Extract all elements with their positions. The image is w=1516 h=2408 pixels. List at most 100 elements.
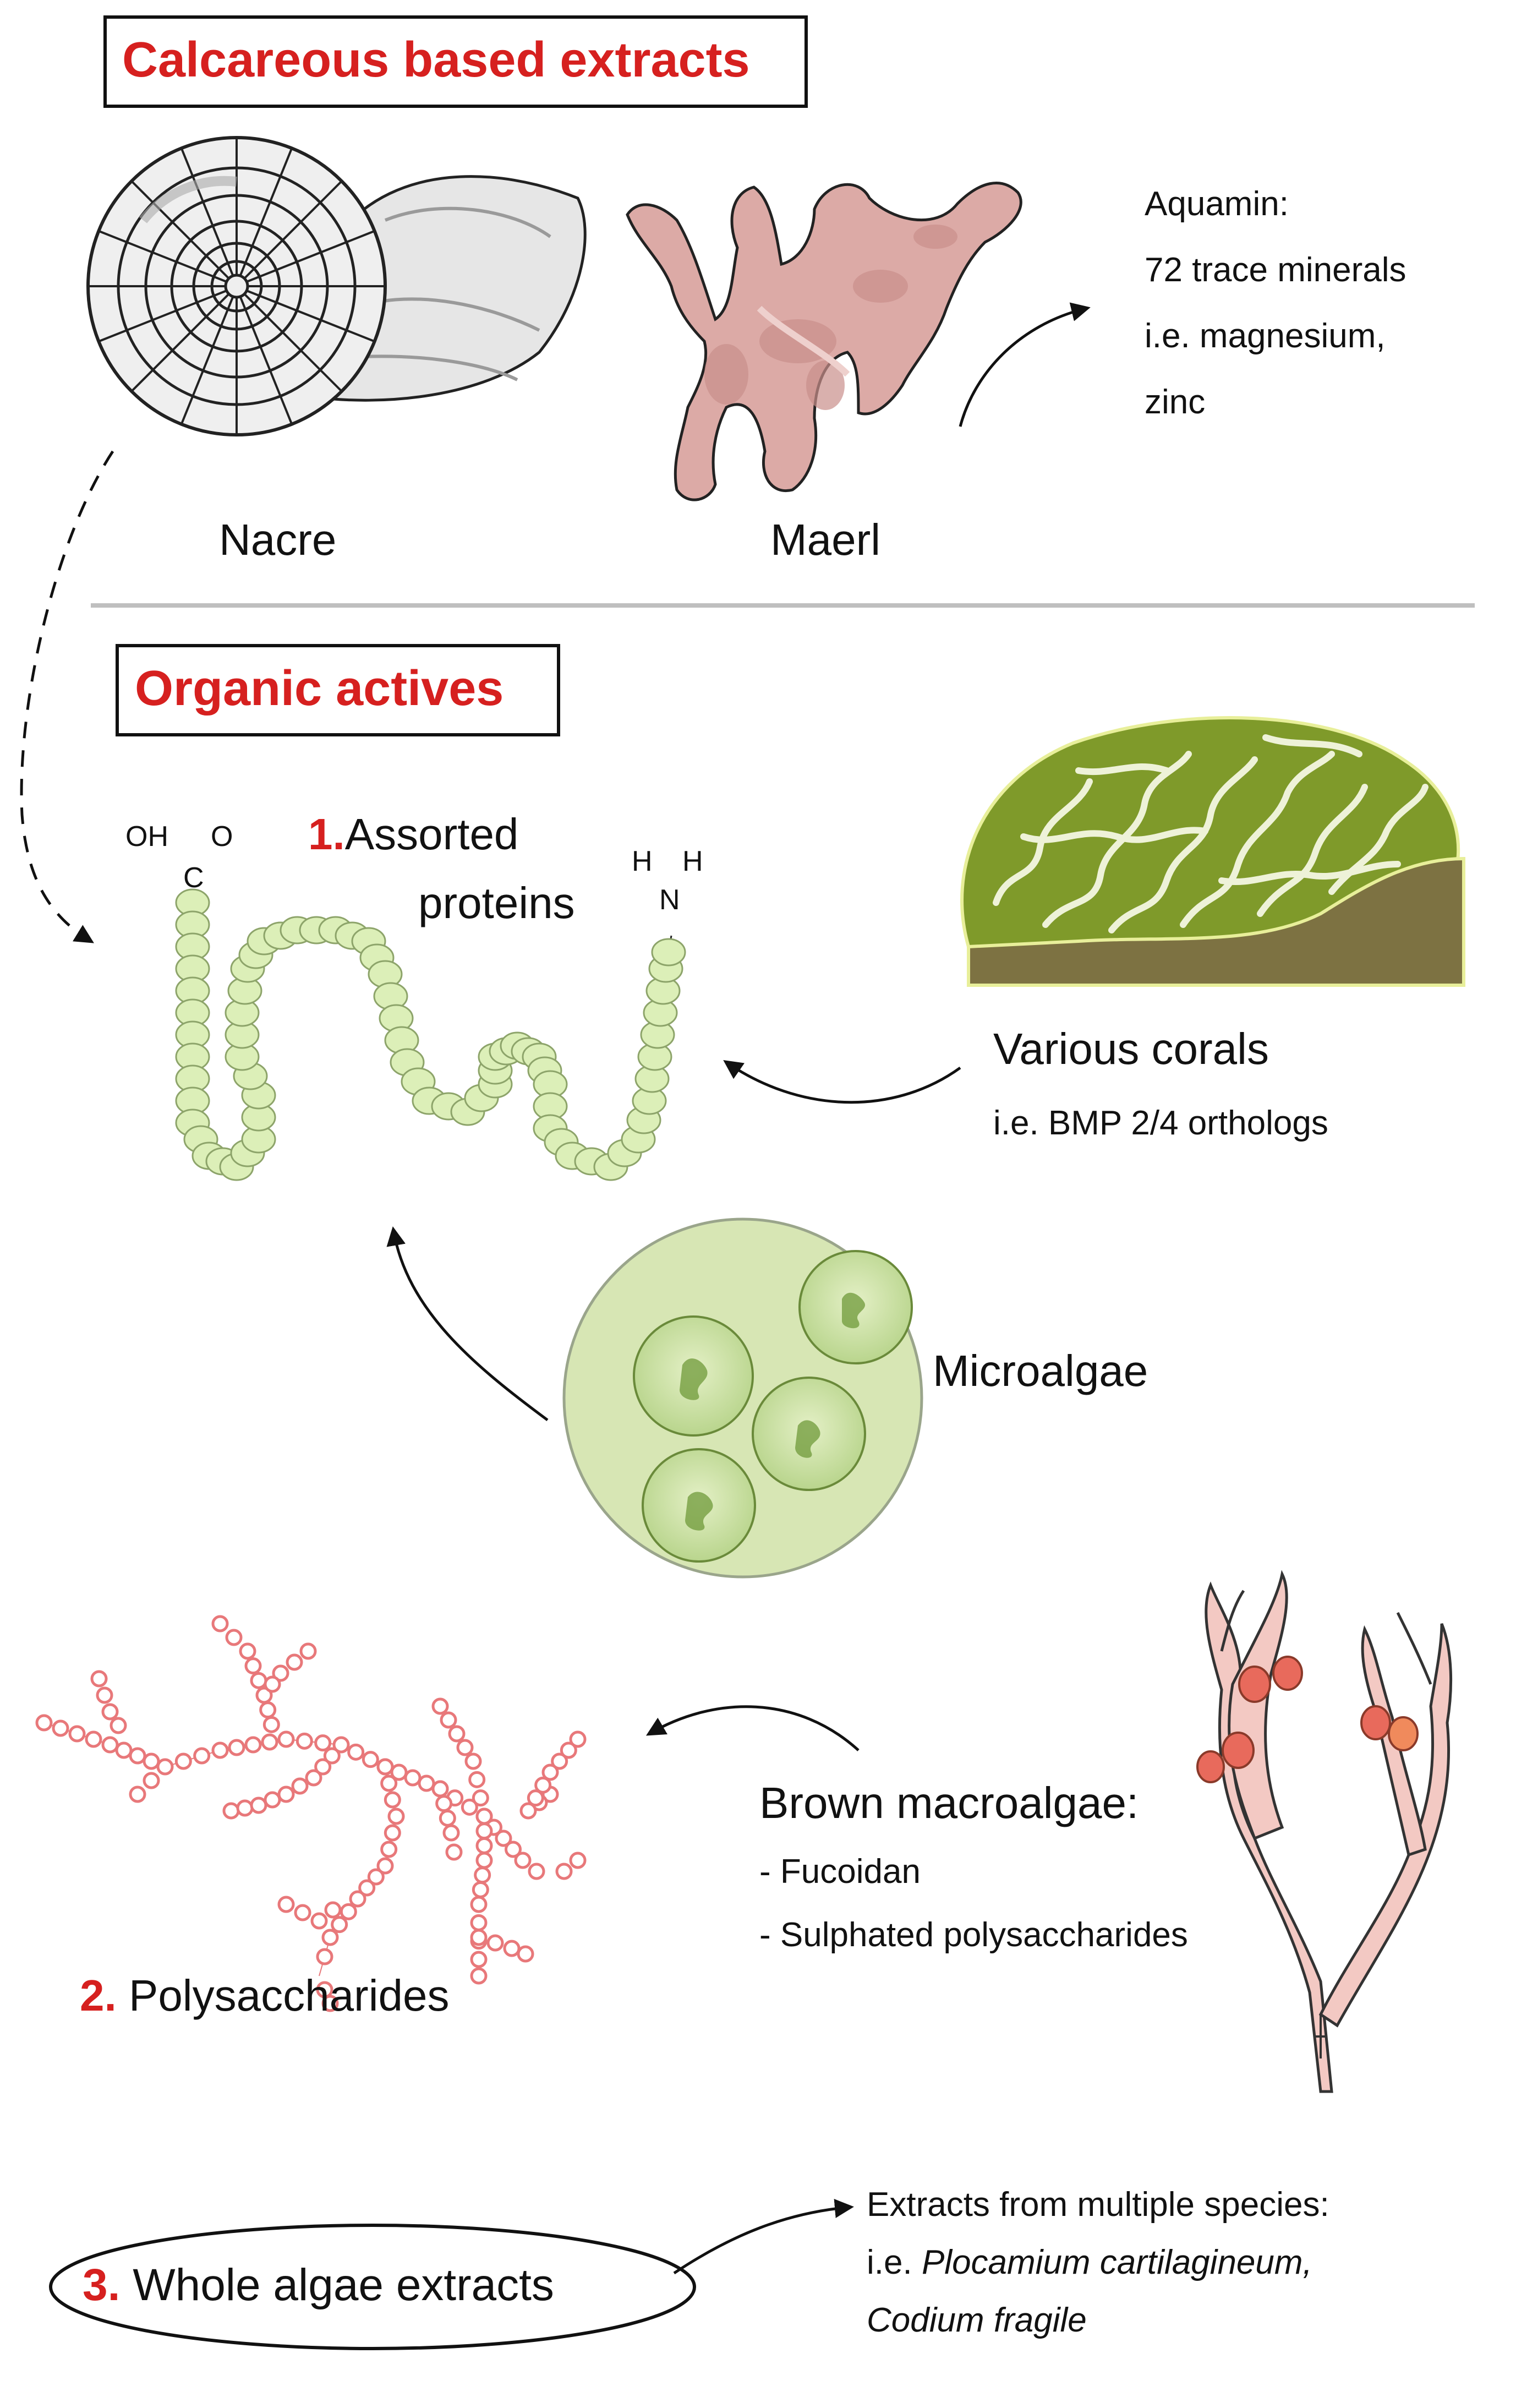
sugar-ring [321,1995,339,2012]
sugar-ring [228,1739,245,1756]
sugar-ring [505,1841,522,1858]
sugar-ring [294,1904,311,1921]
sugar-ring [517,1945,534,1963]
sugar-ring [250,1672,267,1689]
sugar-ring [470,1914,488,1931]
sugar-ring [250,1797,267,1814]
sugar-ring [384,1791,401,1809]
whole-algae-ellipse [49,2224,696,2350]
extracts-prefix: i.e. [867,2243,922,2281]
sugar-ring [52,1719,69,1737]
cooh-c: C [183,862,204,894]
organic-header-title: Organic actives [135,661,504,716]
sugar-ring [376,1758,394,1776]
sugar-ring [431,1697,449,1715]
sugar-ring [390,1763,408,1781]
species-codium: Codium fragile [867,2301,1087,2339]
sugar-ring [272,1664,289,1682]
sugar-ring [470,1951,488,1968]
sugar-ring [472,1789,489,1807]
amine-n: N [659,884,680,916]
sugar-ring [569,1730,587,1748]
brown-macroalgae-title: Brown macroalgae: [759,1778,1139,1827]
aquamin-line-4: zinc [1145,383,1206,421]
sugar-ring [85,1730,102,1748]
sugar-ring [349,1890,366,1908]
sugar-ring [503,1940,521,1957]
microalgae-cells-icon [562,1217,923,1579]
sugar-ring [387,1808,405,1825]
sugar-ring [264,1791,281,1809]
sugar-ring [495,1830,512,1847]
sugar-ring [305,1769,322,1787]
sugar-ring [560,1741,577,1759]
sugar-ring [470,1929,488,1946]
whole-algae-word: Whole algae extracts [133,2260,554,2310]
sugar-ring [101,1736,119,1754]
sugar-ring [143,1752,160,1770]
sugar-ring [110,1717,127,1734]
sugar-ring [404,1769,422,1787]
sugar-ring [295,1732,313,1750]
sugar-ring [474,1866,491,1884]
sugar-ring [244,1657,262,1675]
sugar-ring [277,1896,295,1913]
sugar-ring [456,1739,474,1756]
sugar-ring [461,1798,478,1816]
sugar-ring [90,1670,108,1688]
sugar-ring [367,1868,385,1886]
polysaccharides-label: 2. Polysaccharides [80,1970,449,2021]
sugar-ring [244,1736,262,1754]
sugar-ring [475,1852,493,1869]
sugar-ring [384,1824,401,1842]
sugar-ring [259,1701,277,1719]
sugar-ring [211,1615,229,1632]
sugar-ring [262,1716,280,1733]
sugar-ring [314,1734,332,1752]
sugar-ring [439,1809,456,1827]
sugar-ring [324,1901,342,1919]
sugar-ring [129,1785,146,1803]
sugar-ring [472,1881,489,1898]
sugar-ring [475,1837,493,1854]
sugar-ring [470,1896,488,1913]
polysaccharides-number: 2. [80,1971,117,2020]
sugar-ring [435,1795,453,1812]
amine-h2: H [682,845,703,877]
cooh-oh: OH [125,821,168,853]
sugar-ring [211,1741,229,1759]
extracts-species-line1: i.e. Plocamium cartilagineum, [867,2243,1312,2282]
sugar-ring [464,1752,482,1770]
sugar-ring [68,1725,86,1743]
sugar-ring [261,1733,278,1751]
arrow-microalgae-to-proteins [386,1226,549,1422]
sugar-ring [239,1642,256,1660]
sugar-ring [222,1802,240,1820]
whole-algae-label: 3. Whole algae extracts [83,2259,554,2311]
corals-title: Various corals [993,1024,1269,1073]
microalgae-label: Microalgae [933,1346,1148,1395]
sugar-ring [129,1747,146,1765]
sugar-ring [310,1912,328,1930]
extracts-title: Extracts from multiple species: [867,2186,1329,2224]
sugar-ring [470,1967,488,1985]
sugar-ring [376,1857,394,1875]
sugar-ring [541,1763,559,1781]
sugar-ring [35,1714,53,1732]
sugar-ring [316,1948,333,1965]
sugar-ring [193,1747,211,1765]
sugar-ring [528,1863,545,1880]
sugar-ring [418,1774,435,1792]
sugar-ring [156,1758,174,1776]
aquamin-line-3: i.e. magnesium, [1145,317,1386,355]
sugar-ring [291,1777,309,1795]
sugar-ring [358,1879,376,1897]
sugar-ring [340,1903,357,1920]
sugar-ring [316,1981,333,1999]
arrow-corals-to-proteins [723,1060,961,1104]
arrow-maerl-to-aquamin [959,302,1091,427]
calcareous-header-title: Calcareous based extracts [122,32,750,88]
sugar-ring [555,1863,573,1880]
sugar-ring [264,1675,281,1693]
sugar-ring [475,1822,493,1840]
